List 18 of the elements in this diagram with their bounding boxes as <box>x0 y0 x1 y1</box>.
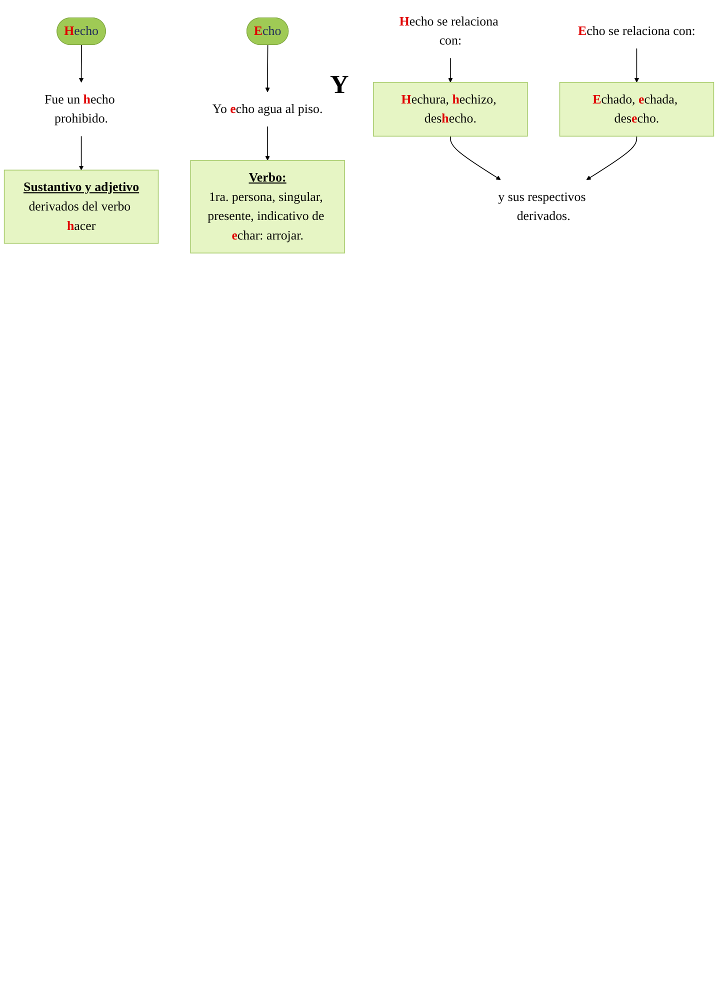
node-box: Echado, echada, desecho. <box>559 82 714 137</box>
arrow <box>634 48 640 83</box>
node-box: Verbo: 1ra. persona, singular, presente, indicativo de echar: arrojar. <box>190 160 345 254</box>
arrow <box>450 136 501 180</box>
node-text: Yo echo agua al piso. <box>212 102 323 116</box>
arrow <box>265 44 270 92</box>
node-text: y sus respectivos derivados. <box>498 190 586 224</box>
connector-word: Y <box>330 70 349 100</box>
node-box: Sustantivo y adjetivo derivados del verbo hacer <box>4 170 159 244</box>
arrow <box>78 44 84 83</box>
arrow <box>448 58 453 83</box>
arrow <box>586 136 638 180</box>
node-text: Hecho se relaciona con: <box>399 14 498 48</box>
arrow <box>78 136 84 170</box>
node-text: Echo se relaciona con: <box>578 24 696 38</box>
node-box: Hechura, hechizo, deshecho. <box>373 82 528 137</box>
arrow <box>265 126 270 161</box>
node-text: Fue un hecho prohibido. <box>44 92 115 126</box>
